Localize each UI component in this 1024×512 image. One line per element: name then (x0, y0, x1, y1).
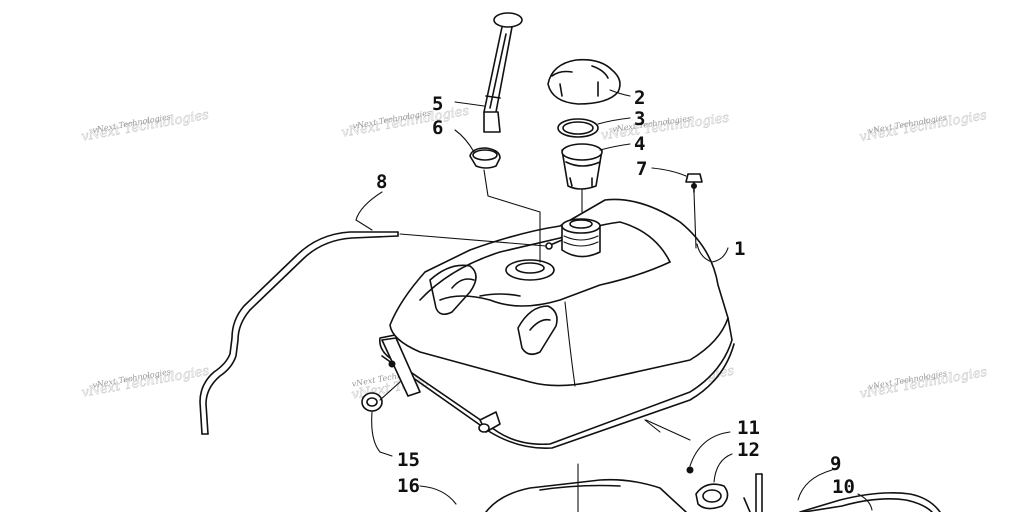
leader-1 (696, 243, 729, 263)
part-label-15: 15 (397, 449, 420, 471)
part-label-2: 2 (634, 87, 645, 109)
fuel-level-sender (483, 12, 523, 133)
leader-11 (689, 431, 731, 467)
part-label-5: 5 (432, 93, 443, 115)
filler-neck (561, 143, 603, 190)
leader-12 (713, 453, 733, 483)
leader-3 (597, 117, 631, 125)
part-label-16: 16 (397, 475, 420, 497)
part-label-1: 1 (734, 238, 745, 260)
leader-7-down (693, 191, 697, 249)
mount-grommet (361, 392, 383, 412)
leader-9 (797, 469, 833, 501)
watermark-top-left: vNext Technologies vNext Technologies (80, 107, 211, 145)
leader-6 (454, 129, 475, 153)
leader-5 (454, 101, 485, 107)
fuel-hose-assembly (799, 492, 941, 512)
part-label-12: 12 (737, 439, 760, 461)
part-label-8: 8 (376, 171, 387, 193)
leader-15 (371, 411, 393, 457)
leader-16 (419, 485, 457, 505)
leader-4 (599, 143, 631, 151)
vent-valve (685, 173, 703, 193)
leader-8-to-fitting (399, 233, 547, 247)
part-label-3: 3 (634, 108, 645, 130)
o-ring (557, 118, 599, 138)
leader-15-to-tank (379, 381, 401, 401)
watermark-top-center: vNext Technologies vNext Technologies (340, 103, 471, 141)
leader-8 (355, 191, 383, 231)
part-label-7: 7 (636, 158, 647, 180)
part-label-11: 11 (737, 417, 760, 439)
part-label-6: 6 (432, 117, 443, 139)
tank-tray (485, 478, 687, 512)
leader-2 (609, 89, 631, 97)
watermark-top-right: vNext Technologies vNext Technologies (858, 108, 989, 146)
leader-7 (651, 167, 687, 177)
watermark-bottom-right: vNext Technologies vNext Technologies (858, 364, 989, 402)
fuel-tank (379, 198, 735, 449)
leader-6-down (483, 169, 541, 263)
part-label-9: 9 (830, 453, 841, 475)
fuel-cap (547, 58, 621, 105)
leader-tank-to-valve (645, 419, 691, 441)
part-label-4: 4 (634, 133, 645, 155)
leader-10 (857, 493, 873, 511)
part-label-10: 10 (832, 476, 855, 498)
watermark-bottom-left: vNext Technologies vNext Technologies (80, 363, 211, 401)
sender-grommet (469, 147, 501, 169)
watermark-top-center-right: vNext Technologies vNext Technologies (600, 110, 731, 143)
vent-hose (199, 231, 399, 435)
shutoff-valve (686, 466, 763, 512)
